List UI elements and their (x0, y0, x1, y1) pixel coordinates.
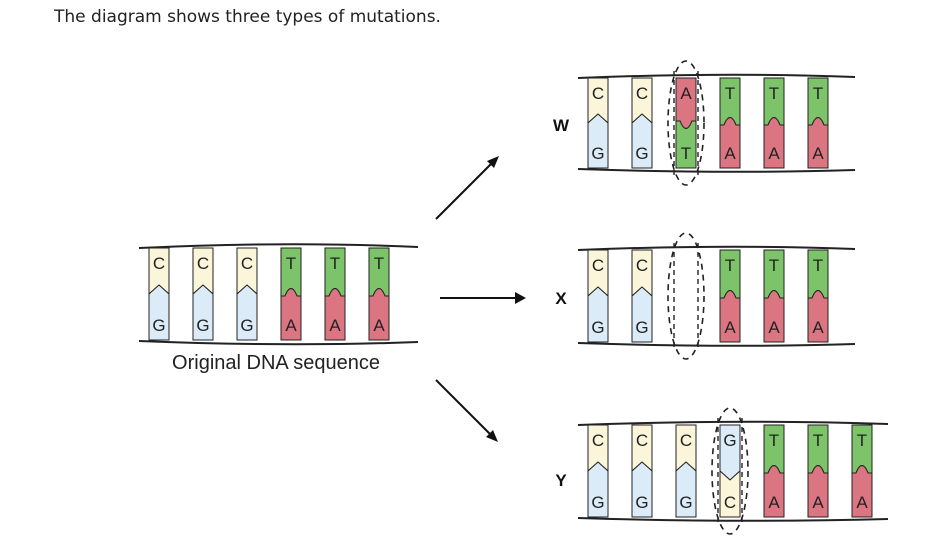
base-g (236, 284, 258, 341)
backbone-top (577, 420, 889, 426)
base-letter: T (813, 431, 823, 450)
base-letter: G (679, 493, 692, 512)
original-dna-strand: C G C G C G T A T A T A (138, 243, 419, 346)
base-letter: T (725, 84, 735, 103)
backbone-bottom (577, 517, 889, 522)
mutation-x-strand: C G C G T A T A T A (577, 232, 856, 360)
base-g (148, 284, 170, 341)
original-caption: Original DNA sequence (172, 352, 380, 374)
base-a (763, 465, 785, 518)
base-letter: A (812, 493, 824, 512)
backbone-bottom (138, 340, 419, 346)
base-letter: A (856, 493, 868, 512)
base-letter: C (153, 254, 165, 273)
base-letter: G (591, 318, 604, 337)
base-letter: G (152, 316, 165, 335)
mutation-highlight-ellipse (667, 232, 705, 360)
base-letter: T (725, 256, 735, 275)
backbone-top (577, 245, 856, 251)
base-letter: T (769, 256, 779, 275)
arrow-to-x (440, 292, 526, 304)
base-g (631, 461, 653, 518)
base-a (807, 290, 829, 343)
base-letter: C (724, 493, 736, 512)
mutation-w-strand: C G C G A T T A T A T A (577, 60, 856, 186)
arrow-to-w (435, 156, 499, 220)
base-letter: C (680, 431, 692, 450)
base-letter: A (285, 316, 297, 335)
base-g (192, 284, 214, 341)
label-y: Y (555, 471, 567, 490)
base-letter: T (681, 144, 691, 163)
base-letter: A (768, 493, 780, 512)
base-letter: A (724, 318, 736, 337)
base-a (719, 290, 741, 343)
intro-text: The diagram shows three types of mutatio… (54, 7, 441, 27)
base-letter: G (591, 493, 604, 512)
base-letter: C (241, 254, 253, 273)
base-letter: A (329, 316, 341, 335)
base-letter: G (591, 144, 604, 163)
base-letter: C (636, 84, 648, 103)
backbone-top (138, 243, 419, 249)
base-letter: C (592, 256, 604, 275)
base-letter: C (636, 431, 648, 450)
base-a (763, 290, 785, 343)
backbone-top (577, 73, 856, 79)
base-letter: A (373, 316, 385, 335)
base-letter: T (330, 254, 340, 273)
base-letter: T (769, 84, 779, 103)
base-letter: T (374, 254, 384, 273)
base-letter: G (240, 316, 253, 335)
base-a (719, 117, 741, 169)
base-a (807, 117, 829, 169)
base-a (763, 117, 785, 169)
base-c (719, 469, 741, 518)
base-letter: G (196, 316, 209, 335)
base-g (587, 461, 609, 518)
base-letter: C (197, 254, 209, 273)
base-g (675, 461, 697, 518)
base-g (631, 286, 653, 343)
base-letter: T (286, 254, 296, 273)
base-letter: A (680, 84, 692, 103)
base-a (368, 288, 390, 341)
base-letter: G (635, 318, 648, 337)
base-g (587, 113, 609, 169)
base-letter: A (812, 144, 824, 163)
base-a (324, 288, 346, 341)
base-g (631, 113, 653, 169)
backbone-bottom (577, 342, 856, 347)
base-letter: C (592, 431, 604, 450)
mutation-highlight-ellipse (711, 407, 749, 535)
base-letter: G (723, 431, 736, 450)
base-a (280, 288, 302, 341)
base-letter: T (769, 431, 779, 450)
base-letter: T (813, 256, 823, 275)
base-a (851, 465, 873, 518)
base-letter: A (812, 318, 824, 337)
label-w: W (553, 116, 570, 135)
base-letter: G (635, 493, 648, 512)
base-a (807, 465, 829, 518)
base-letter: C (636, 256, 648, 275)
base-letter: A (768, 144, 780, 163)
mutation-y-strand: C G C G C G G C T A T A T A (577, 407, 889, 535)
label-x: X (555, 289, 567, 308)
base-letter: C (592, 84, 604, 103)
mutation-highlight-ellipse (667, 60, 705, 186)
base-t (675, 120, 697, 169)
base-g (587, 286, 609, 343)
base-letter: A (724, 144, 736, 163)
base-letter: T (813, 84, 823, 103)
base-letter: G (635, 144, 648, 163)
base-letter: T (857, 431, 867, 450)
base-letter: A (768, 318, 780, 337)
backbone-bottom (577, 168, 856, 173)
arrow-to-y (435, 379, 498, 442)
